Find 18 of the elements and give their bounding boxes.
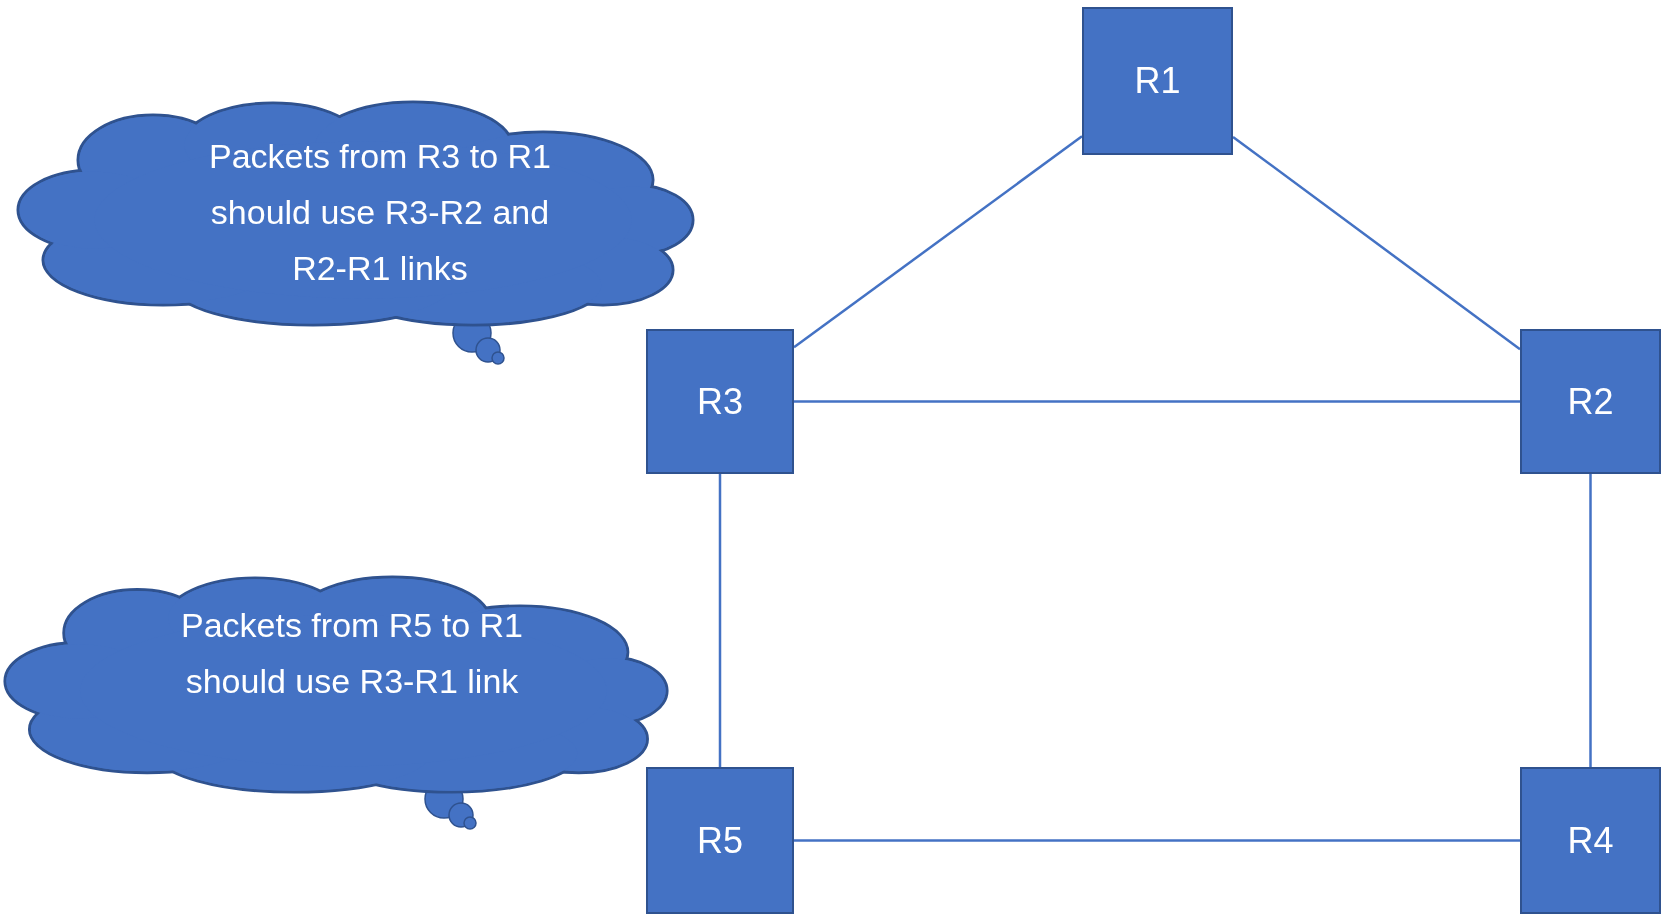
cloud-text: Packets from R3 to R1 should use R3-R2 and R2-R1 links — [208, 136, 552, 289]
router-box — [646, 329, 794, 474]
router-label: R1 — [1134, 59, 1181, 103]
router-label: R4 — [1567, 818, 1614, 863]
link-line — [1589, 474, 1592, 767]
cloud-text: Packets from R5 to R1 should use R3-R1 link — [180, 605, 524, 702]
router-label: R5 — [697, 818, 743, 863]
router-box — [646, 767, 794, 914]
link-line — [794, 839, 1520, 842]
link-line — [1232, 135, 1521, 351]
link-line — [718, 474, 722, 767]
router-label: R3 — [697, 379, 743, 424]
router-box — [1520, 329, 1661, 474]
router-box — [1520, 767, 1661, 914]
link-line — [794, 400, 1520, 403]
router-box — [1082, 7, 1233, 155]
router-label: R2 — [1567, 379, 1614, 424]
link-line — [793, 135, 1083, 349]
